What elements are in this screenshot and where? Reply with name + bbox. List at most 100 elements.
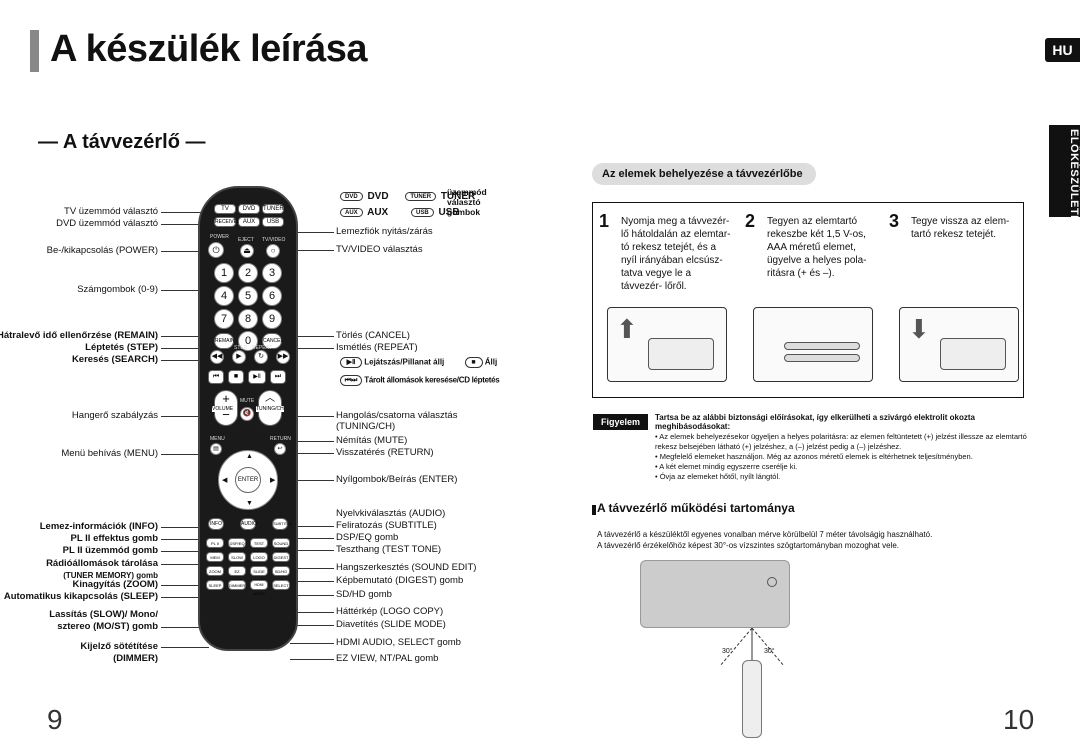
- leader-line: [290, 581, 334, 582]
- number-1-button[interactable]: 1: [214, 263, 234, 283]
- skip-forward-button[interactable]: ⏭: [270, 370, 286, 384]
- leader-line: [161, 360, 209, 361]
- leader-line: [161, 224, 209, 225]
- step-1-text: Nyomja meg a távvezér- lő hátoldalán az …: [621, 216, 731, 292]
- remote-left-label: Kinagyítás (ZOOM): [72, 579, 158, 590]
- subtitle-button[interactable]: SUBTITLE: [272, 518, 292, 530]
- number-7-button[interactable]: 7: [214, 309, 234, 329]
- remote-right-label: Nyelvkiválasztás (AUDIO): [336, 508, 446, 519]
- sd-hd-button[interactable]: SD/HD: [272, 566, 290, 576]
- eject-button[interactable]: ⏏: [240, 244, 254, 258]
- skip-label: Tárolt állomások keresése/CD léptetés: [364, 375, 500, 385]
- stop-icon: ■: [464, 357, 483, 368]
- leader-line: [161, 416, 209, 417]
- number-9-button[interactable]: 9: [262, 309, 282, 329]
- mode-note-1: üzemmód: [447, 187, 487, 197]
- leader-line: [290, 526, 334, 527]
- skip-back-button[interactable]: ⏮: [208, 370, 224, 384]
- audio-button[interactable]: AUDIO: [240, 518, 257, 530]
- left-arrow-icon[interactable]: ◀: [222, 477, 228, 484]
- pl2-mode-button[interactable]: PL II: [206, 538, 224, 548]
- dimmer-button[interactable]: DIMMER: [228, 580, 246, 590]
- menu-button[interactable]: ▤: [210, 443, 222, 455]
- info-button[interactable]: INFO: [208, 518, 224, 530]
- remote-left-label: Kijelző sötétítése: [80, 641, 158, 652]
- remote-left-label: (TUNER MEMORY) gomb: [63, 571, 158, 580]
- skip-icon: ⏮⏭: [340, 375, 362, 386]
- leader-line: [161, 539, 209, 540]
- down-arrow-icon[interactable]: ▼: [246, 500, 253, 507]
- usb-button[interactable]: USB: [262, 217, 284, 227]
- remote-right-label: TV/VIDEO választás: [336, 244, 423, 255]
- return-button[interactable]: ↩: [274, 443, 286, 455]
- mode-note-3: gombok: [447, 207, 481, 217]
- number-6-button[interactable]: 6: [262, 286, 282, 306]
- dvd-receiver-button[interactable]: RECEIVER: [214, 217, 241, 227]
- volume-text: VOLUME: [212, 406, 234, 412]
- remain-button[interactable]: REMAIN: [214, 333, 234, 349]
- battery-insertion-illustration: [753, 307, 873, 382]
- number-3-button[interactable]: 3: [262, 263, 282, 283]
- range-description: A távvezérlő a készüléktől egyenes vonal…: [597, 529, 1027, 551]
- mute-button[interactable]: 🔇: [240, 407, 254, 421]
- leader-line: [161, 647, 209, 648]
- tv-video-text: TV/VIDEO: [262, 237, 286, 243]
- leader-line: [161, 627, 209, 628]
- dsp-eq-button[interactable]: DSP/EQ: [228, 538, 246, 548]
- test-tone-button[interactable]: TEST TONE: [250, 538, 268, 555]
- search-back-button[interactable]: ◀◀: [210, 350, 224, 364]
- step-button[interactable]: ▶: [232, 350, 246, 364]
- number-8-button[interactable]: 8: [238, 309, 258, 329]
- leader-line: [290, 659, 334, 660]
- repeat-button[interactable]: ↻: [254, 350, 268, 364]
- dvd-button[interactable]: DVD: [238, 204, 260, 214]
- remote-right-label: Hangolás/csatorna választás: [336, 410, 458, 421]
- number-0-button[interactable]: 0: [238, 331, 258, 351]
- digest-button[interactable]: DIGEST: [272, 552, 290, 562]
- leader-line: [290, 612, 334, 613]
- right-arrow-icon[interactable]: ▶: [270, 477, 276, 484]
- slide-mode-button[interactable]: SLIDE MODE: [250, 566, 268, 583]
- enter-button[interactable]: ENTER: [235, 467, 261, 493]
- remote-left-label: Automatikus kikapcsolás (SLEEP): [3, 591, 158, 602]
- sleep-button[interactable]: SLEEP: [206, 580, 224, 590]
- aux-button[interactable]: AUX: [238, 217, 260, 227]
- sound-edit-button[interactable]: SOUND EDIT: [272, 538, 290, 555]
- up-arrow-icon: ⬆: [616, 314, 638, 344]
- stop-button[interactable]: ■: [228, 370, 244, 384]
- remote-right-label: Visszatérés (RETURN): [336, 447, 434, 458]
- play-pause-icon: ▶Ⅱ: [340, 357, 362, 368]
- tuner-button[interactable]: TUNER: [262, 204, 284, 214]
- select-button[interactable]: SELECT: [272, 580, 290, 590]
- hdmi-audio-button[interactable]: HDMI AUDIO: [250, 580, 268, 596]
- logo-button[interactable]: LOGO: [250, 552, 268, 562]
- zoom-button[interactable]: ZOOM: [206, 566, 224, 576]
- eject-text: EJECT: [238, 237, 254, 243]
- tv-video-button[interactable]: ○: [266, 244, 280, 258]
- leader-line: [161, 251, 209, 252]
- tv-button[interactable]: TV: [214, 204, 236, 214]
- play-pause-button[interactable]: ▶Ⅱ: [248, 370, 266, 384]
- warning-item: • Megfelelő elemeket használjon. Még az …: [655, 452, 973, 461]
- page-title: A készülék leírása: [50, 28, 368, 70]
- leader-line: [161, 336, 209, 337]
- remote-left-label: Lemez-információk (INFO): [39, 521, 158, 532]
- step-2-text: Tegyen az elemtartó rekeszbe két 1,5 V-o…: [767, 216, 867, 279]
- play-pause-label: Lejátszás/Pillanat állj: [364, 357, 445, 367]
- search-forward-button[interactable]: ▶▶: [276, 350, 290, 364]
- remote-right-label: Lemezfiók nyitás/zárás: [336, 226, 433, 237]
- angle-left-label: 30°: [722, 648, 733, 655]
- up-arrow-icon[interactable]: ▲: [246, 453, 253, 460]
- cancel-button[interactable]: CANCEL: [262, 333, 283, 349]
- navigation-pad[interactable]: ▲ ▼ ◀ ▶ ENTER: [218, 450, 278, 510]
- ez-view-button[interactable]: EZ VIEW: [228, 566, 246, 583]
- number-4-button[interactable]: 4: [214, 286, 234, 306]
- tuner-memory-button[interactable]: MEM: [206, 552, 224, 562]
- repeat-text: REPEAT: [252, 345, 272, 351]
- number-2-button[interactable]: 2: [238, 263, 258, 283]
- slow-button[interactable]: SLOW: [228, 552, 246, 562]
- aux-chip: AUX: [340, 207, 363, 217]
- number-5-button[interactable]: 5: [238, 286, 258, 306]
- range-line-2: A távvezérlő érzékelőhöz képest 30°-os v…: [597, 541, 900, 550]
- power-button[interactable]: ⏻: [208, 242, 224, 258]
